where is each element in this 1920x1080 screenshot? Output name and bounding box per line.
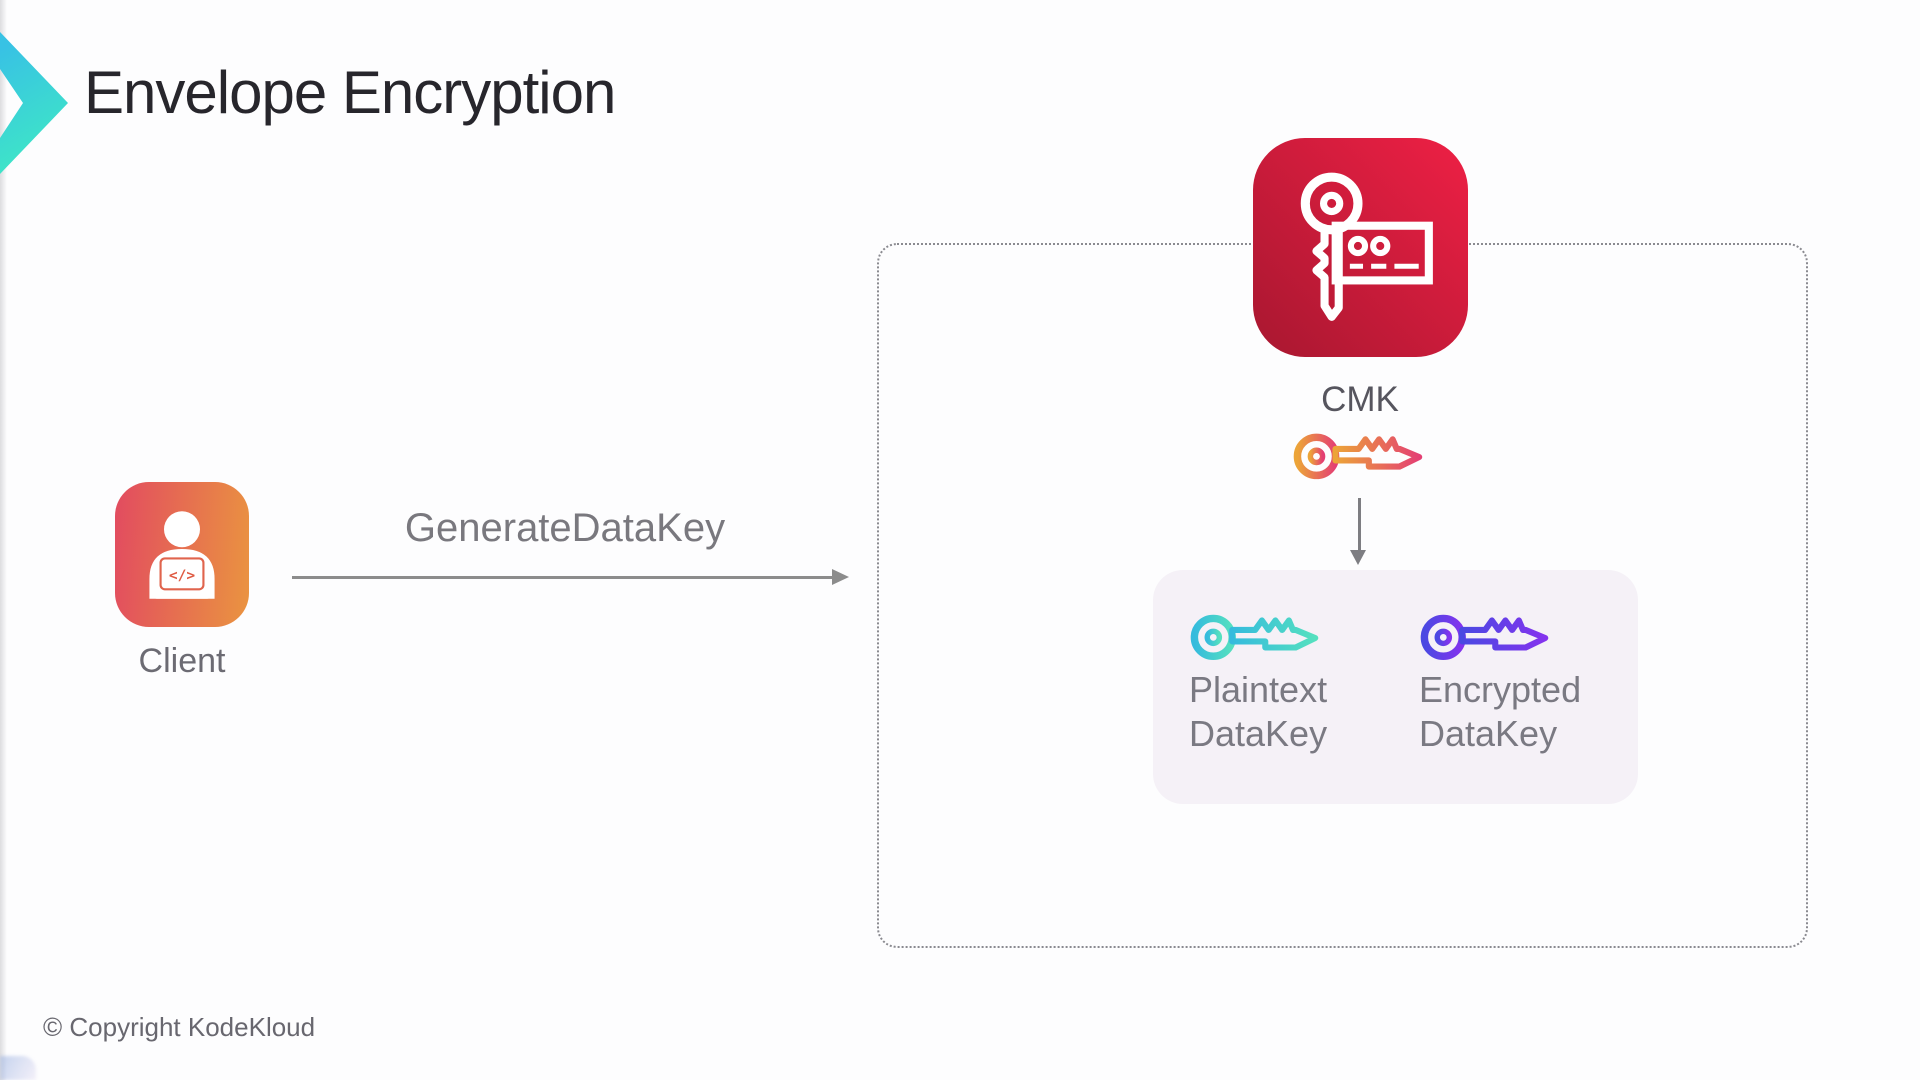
bottom-left-accent [0,1056,36,1080]
request-arrow-label: GenerateDataKey [404,506,726,550]
plaintext-key-label-line1: Plaintext [1189,669,1328,710]
cmk-label: CMK [1321,380,1399,419]
person-at-laptop-icon: </> [149,510,215,599]
generate-arrow-line [1358,498,1361,550]
encrypted-key-icon [1420,614,1549,660]
copyright-text: © Copyright KodeKloud [43,1012,316,1042]
key-card-icon [1300,172,1433,321]
master-key-icon [1293,433,1423,480]
encrypted-key-label-line2: DataKey [1419,713,1558,754]
client-icon: </> [115,482,249,627]
encrypted-key-label: Encrypted DataKey [1419,668,1639,756]
page-title: Envelope Encryption [84,59,616,126]
title-chevron-icon [0,32,68,174]
left-edge-shadow [0,0,7,1080]
code-glyph: </> [169,566,196,583]
client-label: Client [138,642,226,680]
plaintext-key-label: Plaintext DataKey [1189,668,1409,756]
plaintext-key-icon [1190,614,1319,660]
request-arrow-line [292,576,834,579]
datakey-panel [1153,570,1638,804]
cmk-icon [1253,138,1468,357]
encrypted-key-label-line1: Encrypted [1419,669,1582,710]
request-arrow-head [832,569,849,585]
generate-arrow-head [1350,550,1366,565]
plaintext-key-label-line2: DataKey [1189,713,1328,754]
